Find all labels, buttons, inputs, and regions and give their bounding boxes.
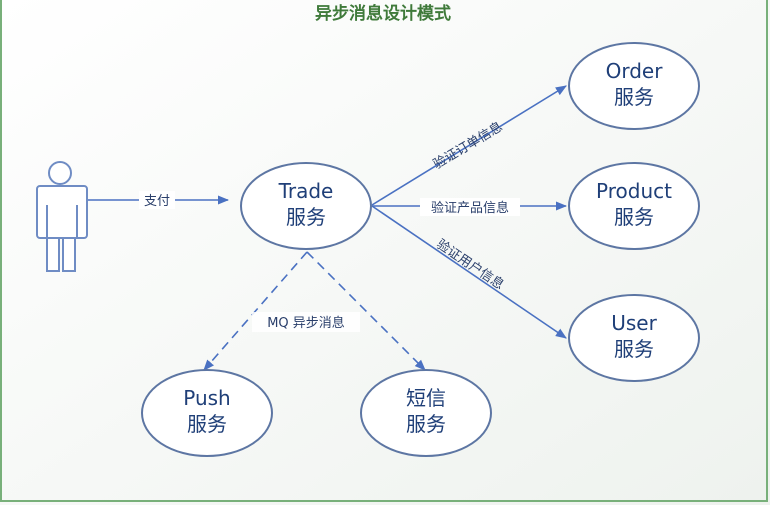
node-sms-shape: [360, 369, 492, 457]
edge-verify-product-label: 验证产品信息: [431, 200, 509, 216]
node-order[interactable]: Order 服务: [568, 42, 700, 130]
edge-mq-push: [203, 251, 308, 371]
edge-mq-sms: [306, 251, 426, 371]
node-push-name: Push: [183, 386, 230, 410]
node-trade-name: Trade: [278, 179, 334, 203]
diagram-title: 异步消息设计模式: [315, 3, 451, 24]
node-order-shape: [568, 42, 700, 130]
person-icon: [36, 161, 88, 272]
node-push[interactable]: Push 服务: [141, 369, 273, 457]
node-product-shape: [568, 162, 700, 250]
node-product-subtitle: 服务: [614, 205, 654, 229]
node-sms[interactable]: 短信 服务: [360, 369, 492, 457]
edge-verify-product-label-bg: [420, 198, 520, 216]
edge-mq-label-bg: [252, 312, 360, 332]
edge-pay-label-bg: [139, 191, 175, 209]
edge-verify-user: [371, 205, 567, 339]
node-trade-shape: [240, 162, 372, 250]
node-user-subtitle: 服务: [614, 337, 654, 361]
node-order-name: Order: [606, 59, 664, 83]
node-user[interactable]: User 服务: [568, 294, 700, 382]
node-trade-subtitle: 服务: [286, 205, 326, 229]
node-sms-subtitle: 服务: [406, 412, 446, 436]
node-trade[interactable]: Trade 服务: [240, 162, 372, 250]
node-product-name: Product: [596, 179, 672, 203]
edge-verify-order: [371, 85, 567, 206]
edge-mq-label: MQ 异步消息: [267, 315, 345, 331]
node-product[interactable]: Product 服务: [568, 162, 700, 250]
node-sms-name: 短信: [406, 386, 446, 410]
node-user-name: User: [611, 311, 657, 335]
node-push-subtitle: 服务: [187, 412, 227, 436]
node-push-shape: [141, 369, 273, 457]
node-user-shape: [568, 294, 700, 382]
edge-pay-label: 支付: [144, 194, 170, 209]
node-order-subtitle: 服务: [614, 85, 654, 109]
